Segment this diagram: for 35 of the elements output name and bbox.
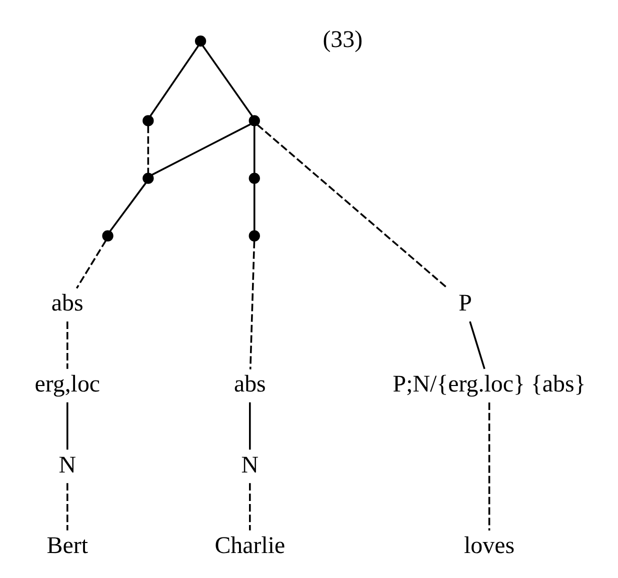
connector — [488, 402, 490, 531]
connector — [66, 483, 68, 530]
node-text: abs — [234, 372, 266, 398]
label: (33) — [322, 26, 363, 53]
node-circle — [248, 172, 260, 184]
node-text: loves — [464, 533, 515, 560]
node-text: N — [241, 452, 259, 478]
connector — [249, 240, 256, 370]
connector — [469, 321, 486, 370]
connector — [76, 240, 107, 289]
node-text: Charlie — [214, 533, 286, 560]
node-text: abs — [51, 290, 84, 317]
node-text: P;N/{erg.loc} {abs} — [392, 372, 586, 398]
connector — [66, 402, 68, 450]
node-text: Bert — [46, 533, 88, 560]
node-circle — [102, 230, 114, 242]
node-circle — [248, 115, 260, 126]
node-circle — [142, 172, 154, 184]
connector — [249, 402, 251, 450]
node-circle — [248, 230, 260, 242]
connector — [151, 124, 251, 176]
connector — [254, 126, 256, 174]
node-text: P — [458, 290, 472, 317]
connector — [202, 45, 253, 117]
connector — [147, 126, 150, 174]
node-circle — [142, 115, 154, 126]
connector — [66, 322, 68, 369]
connector — [256, 124, 448, 290]
connector — [254, 183, 256, 231]
connector — [249, 483, 251, 530]
connector — [109, 182, 147, 232]
node-text: N — [58, 452, 76, 478]
connector — [150, 45, 200, 117]
node-circle — [194, 35, 206, 47]
node-text: erg,loc — [34, 372, 100, 398]
